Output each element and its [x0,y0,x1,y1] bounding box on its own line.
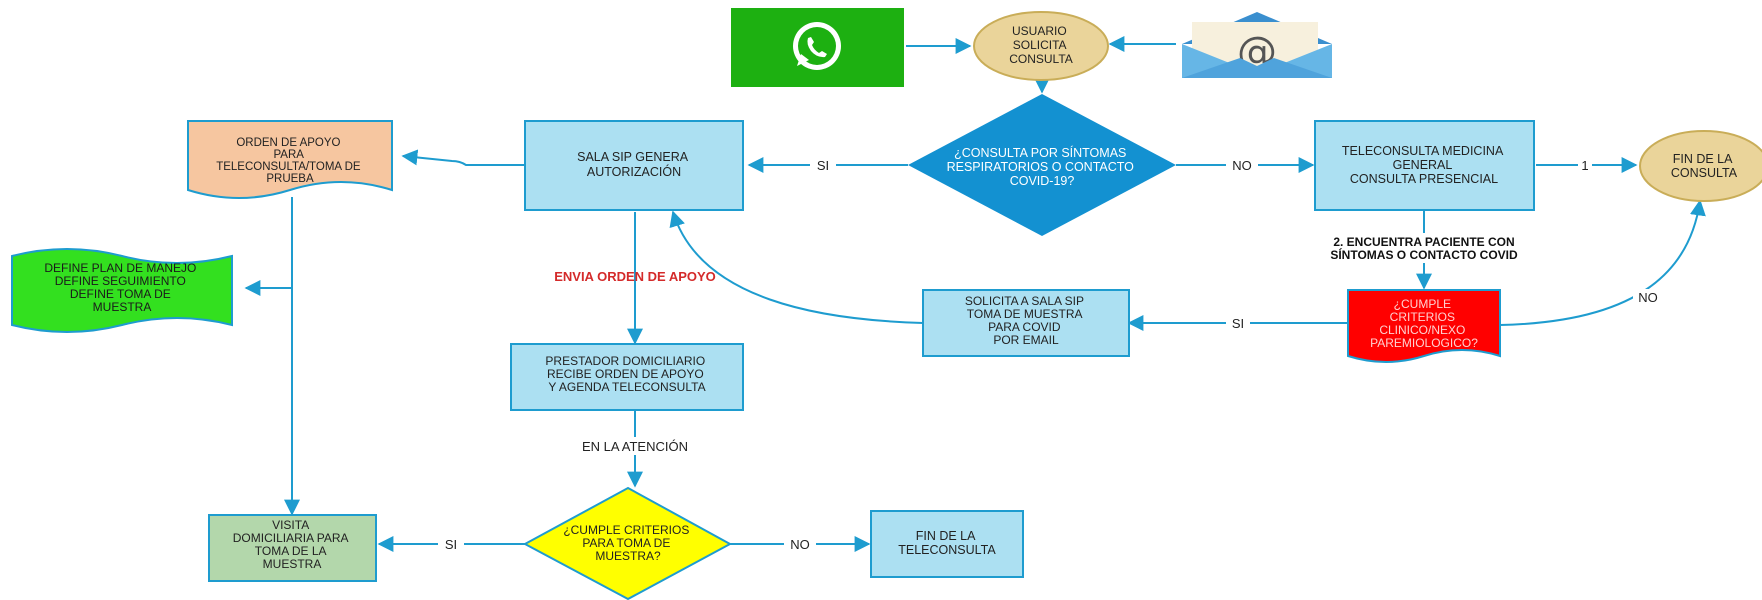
nexo-line-3: CLINICO/NEXO [1379,323,1465,337]
cumple-muestra-line-2: PARA TOMA DE [582,536,670,550]
svg-text:ORDEN DE APOYO PARA: ORDEN DE APOYO PARA TELECONSULTA/TOMA DE… [216,137,364,185]
svg-text:FIN DE LA CONSULTA: FIN DE LA CONSULTA [1671,152,1738,180]
cumple-muestra-line-1: ¿CUMPLE CRITERIOS [563,523,689,537]
decision-covid-line-1: ¿CONSULTA POR SÍNTOMAS [954,145,1126,160]
visita-line-4: MUESTRA [263,557,322,571]
nexo-line-1: ¿CUMPLE [1394,297,1451,311]
orden-line-2: PARA [273,149,304,161]
prestador-line-1: PRESTADOR DOMICILIARIO [545,354,705,368]
usuario-line-1: USUARIO [1012,24,1067,38]
svg-text:USUARIO SOLICITA C: USUARIO SOLICITA CONSULTA [1009,24,1073,66]
teleconsulta-line-2: GENERAL [1393,158,1453,172]
plan-de-manejo-document-node: DEFINE PLAN DE MANEJO DEFINE SEGUIMIENTO… [11,248,233,333]
fin-de-la-consulta-node: FIN DE LA CONSULTA [1639,130,1762,202]
prestador-line-2: RECIBE ORDEN DE APOYO [547,367,704,381]
edge-label-no-main: NO [1232,158,1252,173]
orden-line-3: TELECONSULTA/TOMA DE [216,161,361,173]
orden-de-apoyo-document-node: ORDEN DE APOYO PARA TELECONSULTA/TOMA DE… [187,120,393,199]
edge-label-si-mid: SI [1232,316,1244,331]
decision-consulta-covid-node: ¿CONSULTA POR SÍNTOMAS RESPIRATORIOS O C… [908,94,1176,236]
svg-text:TELECONSULTA MEDICINA GE: TELECONSULTA MEDICINA GENERAL CONSULTA P… [1342,144,1506,186]
decision-covid-line-3: COVID-19? [1010,174,1075,188]
svg-text:DEFINE PLAN DE MANEJO DE: DEFINE PLAN DE MANEJO DEFINE SEGUIMIENTO… [44,261,199,314]
svg-text:SOLICITA A SALA SIP TOMA: SOLICITA A SALA SIP TOMA DE MUESTRA PARA… [965,294,1087,347]
svg-text:¿CUMPLE CRITERIOS PARA T: ¿CUMPLE CRITERIOS PARA TOMA DE MUESTRA? [563,523,692,563]
edge-label-one: 1 [1581,158,1588,173]
solicita-sala-sip-node: SOLICITA A SALA SIP TOMA DE MUESTRA PARA… [922,289,1130,357]
edge-label-si-bottom: SI [445,537,457,552]
teleconsulta-medicina-general-node: TELECONSULTA MEDICINA GENERAL CONSULTA P… [1314,120,1535,211]
solicita-line-3: PARA COVID [988,320,1061,334]
prestador-domiciliario-node: PRESTADOR DOMICILIARIO RECIBE ORDEN DE A… [510,343,744,411]
fin-de-la-teleconsulta-node: FIN DE LA TELECONSULTA [870,510,1024,578]
edge-sala-to-orden [401,149,525,166]
plan-line-3: DEFINE TOMA DE [70,287,171,301]
svg-text:FIN DE LA TELECONSULTA: FIN DE LA TELECONSULTA [898,529,996,557]
solicita-line-1: SOLICITA A SALA SIP [965,294,1084,308]
nexo-line-4: PAREMIOLOGICO? [1370,336,1478,350]
decision-cumple-muestra-node: ¿CUMPLE CRITERIOS PARA TOMA DE MUESTRA? [522,486,733,600]
email-envelope-icon: @ [1182,12,1332,78]
edge-solicita-to-sala [669,210,924,324]
solicita-line-2: TOMA DE MUESTRA [967,307,1083,321]
edge-label-no-right: NO [1638,290,1658,305]
solicita-line-4: POR EMAIL [993,333,1059,347]
svg-text:PRESTADOR DOMICILIARIO R: PRESTADOR DOMICILIARIO RECIBE ORDEN DE A… [545,354,708,394]
sala-sip-autorizacion-node: SALA SIP GENERA AUTORIZACIÓN [524,120,744,211]
svg-text:SALA SIP GENERA AUTORIZA: SALA SIP GENERA AUTORIZACIÓN [577,150,691,179]
edge-label-si-main: SI [817,158,829,173]
edge-label-encuentra-1: 2. ENCUENTRA PACIENTE CON [1333,235,1514,249]
visita-line-3: TOMA DE LA [255,544,327,558]
nexo-line-2: CRITERIOS [1390,310,1455,324]
visita-line-1: VISITA [272,518,309,532]
orden-line-4: PRUEBA [266,173,314,185]
teleconsulta-line-1: TELECONSULTA MEDICINA [1342,144,1504,158]
edge-label-envia-orden: ENVIA ORDEN DE APOYO [554,269,716,284]
decision-covid-line-2: RESPIRATORIOS O CONTACTO [947,160,1135,174]
edge-labels: SI NO 1 ENVIA ORDEN DE APOYO 2. ENCUENTR… [438,156,1663,553]
prestador-line-3: Y AGENDA TELECONSULTA [548,380,705,394]
sala-sip-line-2: AUTORIZACIÓN [587,164,681,179]
fin-consulta-line-2: CONSULTA [1671,166,1738,180]
plan-line-2: DEFINE SEGUIMIENTO [55,274,186,288]
sala-sip-line-1: SALA SIP GENERA [577,150,689,164]
whatsapp-icon [731,8,904,87]
usuario-solicita-consulta-node: USUARIO SOLICITA CONSULTA [973,11,1109,81]
svg-text:VISITA DOMICILIARIA PARA: VISITA DOMICILIARIA PARA TOMA DE LA MUES… [233,518,352,571]
plan-line-4: MUESTRA [93,300,152,314]
cumple-criterios-nexo-document-node: ¿CUMPLE CRITERIOS CLINICO/NEXO PAREMIOLO… [1347,289,1501,363]
teleconsulta-line-3: CONSULTA PRESENCIAL [1350,172,1498,186]
edge-label-en-atencion: EN LA ATENCIÓN [582,439,688,454]
edge-label-no-bottom: NO [790,537,810,552]
edge-nexo-no-to-fin [1499,199,1706,326]
fin-tele-line-2: TELECONSULTA [898,543,996,557]
visita-domiciliaria-node: VISITA DOMICILIARIA PARA TOMA DE LA MUES… [208,514,377,582]
usuario-line-3: CONSULTA [1009,52,1073,66]
fin-tele-line-1: FIN DE LA [916,529,976,543]
svg-text:¿CUMPLE CRITERIOS: ¿CUMPLE CRITERIOS CLINICO/NEXO PAREMIOLO… [1370,297,1478,350]
usuario-line-2: SOLICITA [1013,38,1067,52]
visita-line-2: DOMICILIARIA PARA [233,531,349,545]
cumple-muestra-line-3: MUESTRA? [595,549,661,563]
orden-line-1: ORDEN DE APOYO [236,137,340,149]
plan-line-1: DEFINE PLAN DE MANEJO [44,261,196,275]
svg-text:¿CONSULTA POR SÍNTOMAS R: ¿CONSULTA POR SÍNTOMAS RESPIRATORIOS O C… [947,145,1138,188]
fin-consulta-line-1: FIN DE LA [1673,152,1733,166]
edge-label-encuentra-2: SÍNTOMAS O CONTACTO COVID [1330,247,1518,262]
